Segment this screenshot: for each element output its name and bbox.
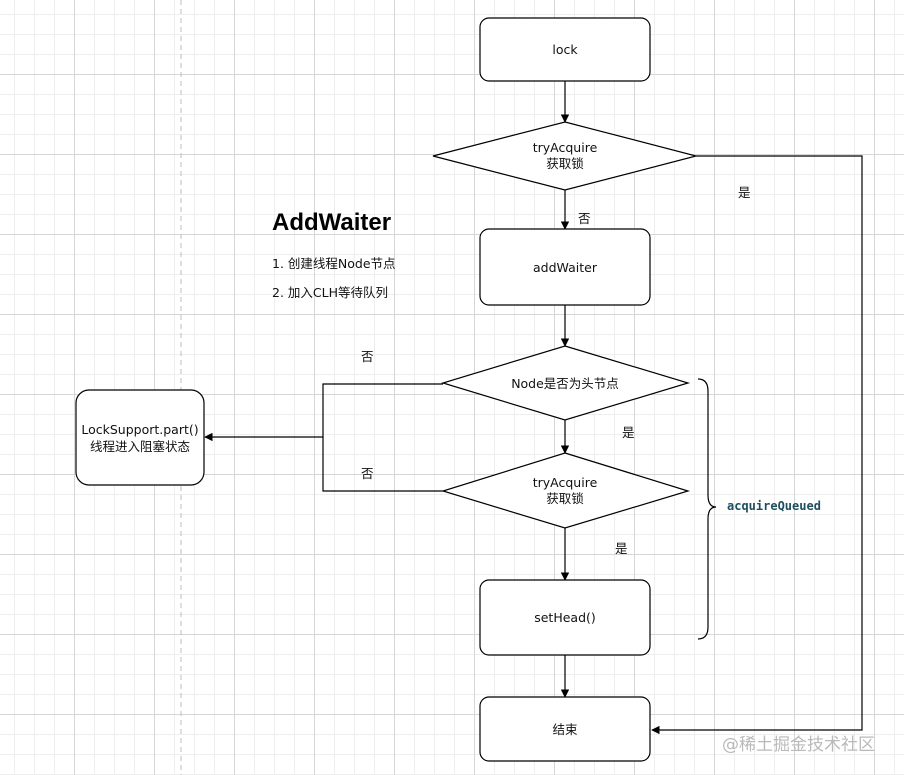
try2-yes-label: 是 <box>615 541 628 556</box>
park-box <box>75 389 205 486</box>
set-head-box <box>479 579 651 656</box>
try1-no-label: 否 <box>578 211 591 226</box>
park-label-line2: 线程进入阻塞状态 <box>90 439 190 454</box>
add-waiter-title: AddWaiter <box>272 209 392 236</box>
end-box <box>479 696 651 762</box>
edge-try1-yes-to-end <box>651 155 863 735</box>
head-yes-label: 是 <box>622 425 635 440</box>
try1-yes-label: 是 <box>738 185 751 200</box>
add-waiter-step-2: 2. 加入CLH等待队列 <box>272 285 388 300</box>
edge-try2-no-to-park <box>322 437 443 492</box>
try-acquire-1-label-line1: tryAcquire <box>533 140 598 155</box>
connectors <box>204 81 863 735</box>
watermark: @稀土掘金技术社区 <box>722 735 875 755</box>
set-head-label: setHead() <box>534 610 596 625</box>
park-label-line1: LockSupport.part() <box>81 422 198 437</box>
is-head-diamond <box>440 345 691 421</box>
try2-no-label: 否 <box>361 466 374 481</box>
lock-label: lock <box>552 42 578 57</box>
acquire-queued-label: acquireQueued <box>727 499 821 513</box>
acquire-queued-brace <box>697 378 717 640</box>
end-label: 结束 <box>552 722 578 737</box>
add-waiter-step-1: 1. 创建线程Node节点 <box>272 256 396 271</box>
head-no-label: 否 <box>361 349 374 364</box>
add-waiter-label: addWaiter <box>533 260 598 275</box>
try-acquire-1-diamond <box>432 121 699 191</box>
try-acquire-2-label-line2: 获取锁 <box>546 491 584 506</box>
add-waiter-steps: 1. 创建线程Node节点 2. 加入CLH等待队列 <box>272 255 396 313</box>
is-head-label: Node是否为头节点 <box>511 376 619 391</box>
try-acquire-2-label-line1: tryAcquire <box>533 475 598 490</box>
try-acquire-1-label-line2: 获取锁 <box>546 156 584 171</box>
edge-head-no-to-park <box>204 383 443 442</box>
try-acquire-2-diamond <box>440 452 691 529</box>
lock-box <box>479 17 651 82</box>
add-waiter-box <box>479 228 651 306</box>
